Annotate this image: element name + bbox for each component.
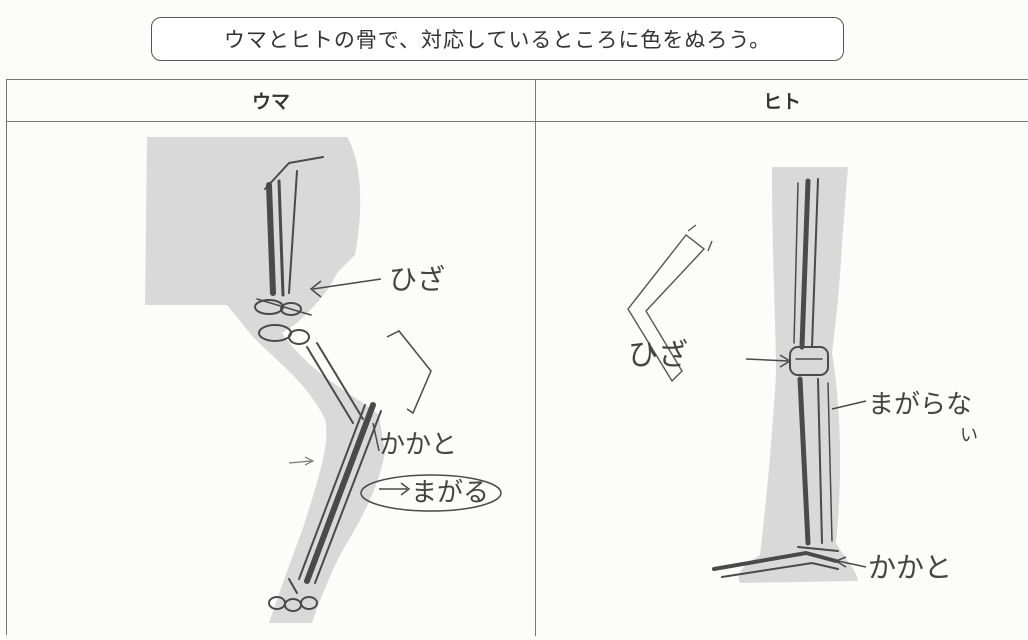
horse-leg-drawing: ひざ かかと まがる bbox=[7, 123, 535, 636]
column-header-human: ヒト bbox=[535, 80, 1028, 122]
human-knee-arrow bbox=[746, 355, 790, 367]
column-header-human-label: ヒト bbox=[763, 87, 801, 114]
bend-bracket bbox=[387, 331, 431, 413]
human-knee-label: ひざ bbox=[628, 338, 688, 373]
column-header-horse: ウマ bbox=[7, 80, 535, 122]
human-no-bend-tail: い bbox=[960, 425, 978, 446]
human-leg-drawing: ひざ まがらな い かかと bbox=[536, 123, 1028, 636]
worksheet-table: ウマ ヒト bbox=[6, 79, 1028, 635]
human-no-bend-label: まがらな bbox=[868, 390, 972, 420]
instruction-box: ウマとヒトの骨で、対応しているところに色をぬろう。 bbox=[151, 17, 844, 61]
human-leg-svg: ひざ まがらな い かかと bbox=[536, 123, 1028, 636]
small-arrow bbox=[289, 457, 313, 465]
bends-arrow bbox=[379, 483, 409, 495]
horse-bends-label: まがる bbox=[411, 478, 489, 508]
human-heel-label: かかと bbox=[868, 551, 952, 584]
horse-heel-label: かかと bbox=[379, 430, 457, 460]
horse-knee-label: ひざ bbox=[389, 263, 445, 296]
horse-leg-svg: ひざ かかと まがる bbox=[7, 123, 535, 636]
instruction-text: ウマとヒトの骨で、対応しているところに色をぬろう。 bbox=[224, 24, 771, 54]
column-header-horse-label: ウマ bbox=[252, 87, 290, 114]
horse-body-shading bbox=[145, 137, 385, 623]
